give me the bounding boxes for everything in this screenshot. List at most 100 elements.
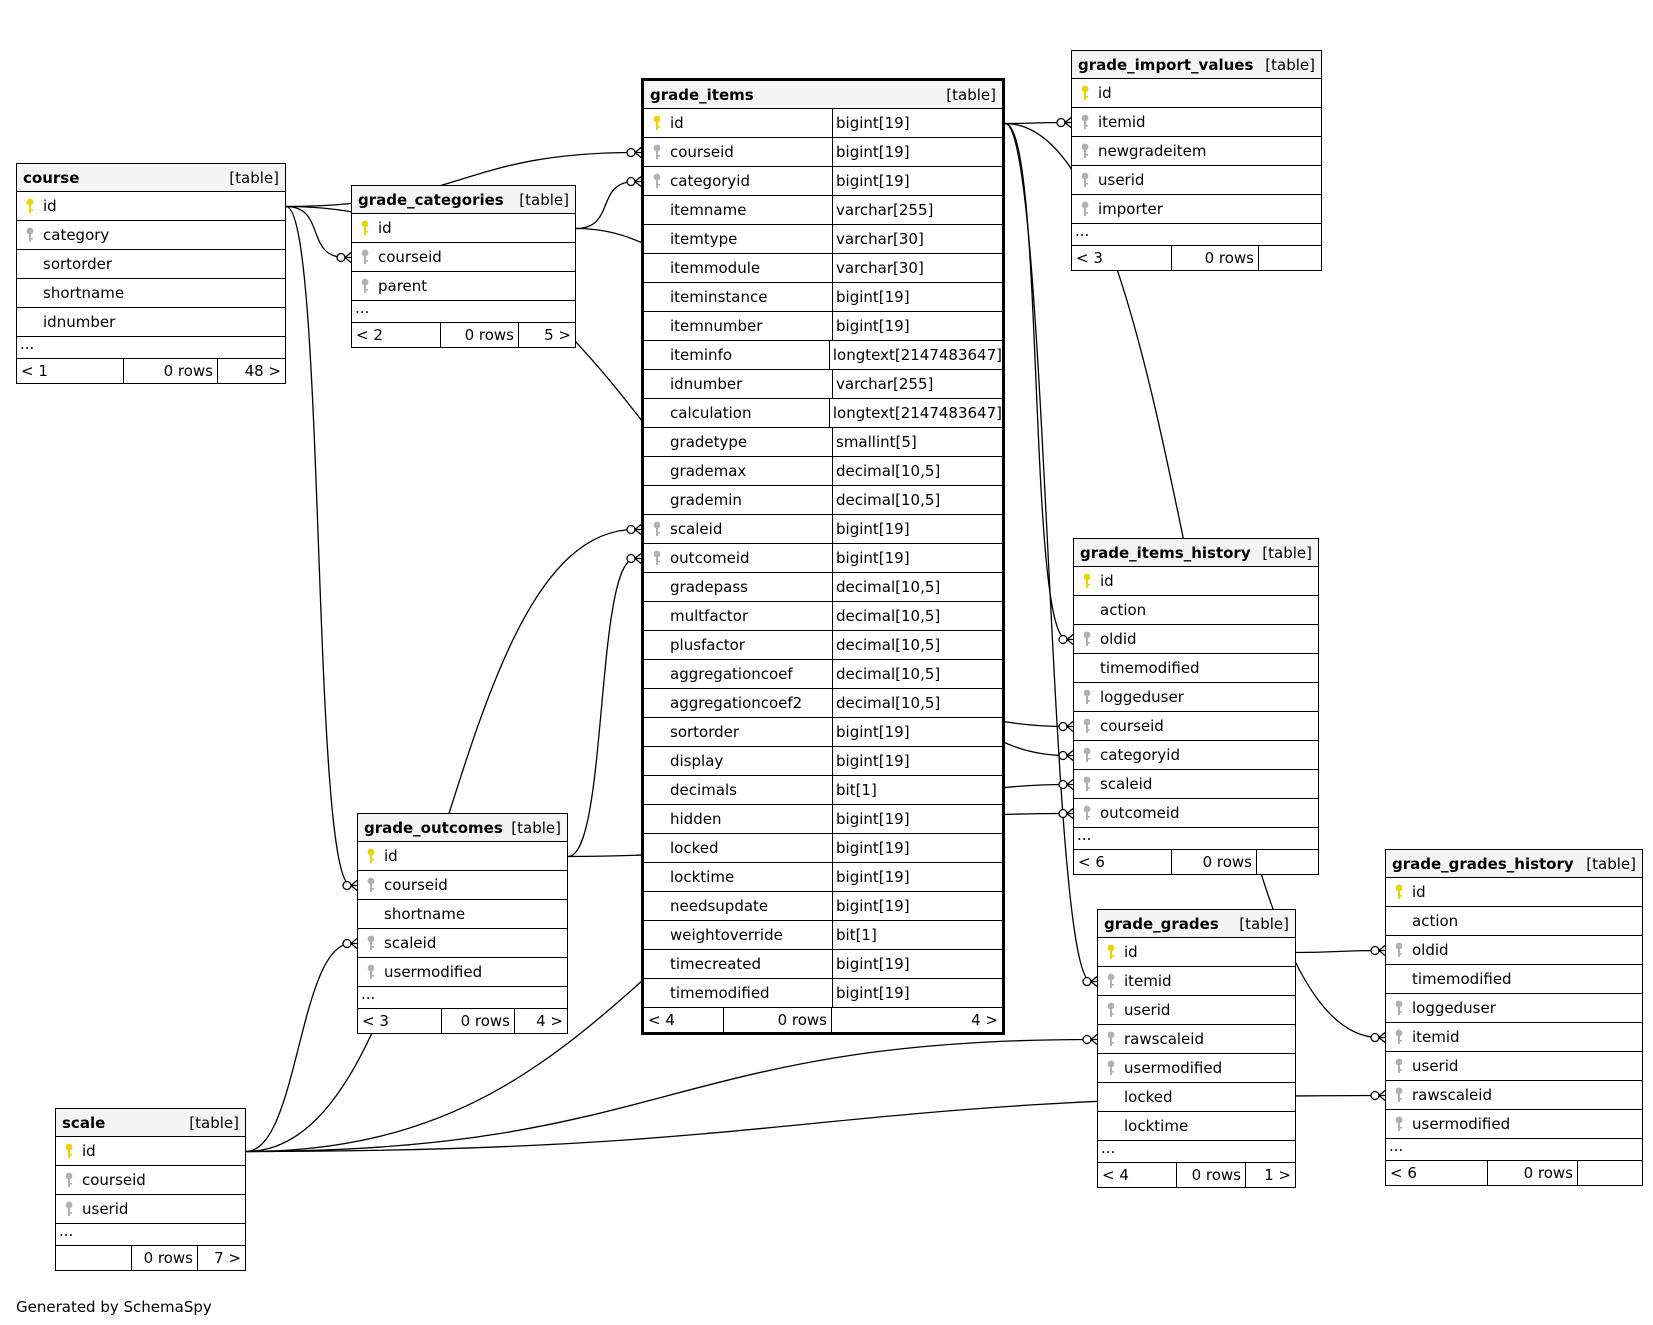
foreign-key-icon <box>1072 143 1098 159</box>
foreign-key-icon <box>1072 201 1098 217</box>
child-count-link[interactable]: 4 > <box>971 1011 998 1029</box>
optional-marker <box>1082 976 1092 987</box>
child-count-link[interactable]: 5 > <box>544 326 571 344</box>
more-columns-indicator: ... <box>1098 1141 1295 1163</box>
relationship-line <box>567 557 636 858</box>
column-type: bigint[19] <box>832 138 1002 166</box>
table-name: grade_items_history <box>1080 543 1251 562</box>
table-type-label: [table] <box>1586 854 1636 873</box>
row-count: 0 rows <box>1172 850 1257 874</box>
column-name: timemodified <box>670 984 770 1002</box>
foreign-key-icon <box>358 935 384 951</box>
child-count-link[interactable]: 4 > <box>536 1012 563 1030</box>
row-count: 0 rows <box>124 359 218 383</box>
column-name: aggregationcoef <box>670 665 793 683</box>
column-name: display <box>670 752 724 770</box>
column-row: outcomeid <box>1074 799 1318 828</box>
child-count-link[interactable] <box>1257 850 1318 874</box>
column-name: timemodified <box>1100 659 1200 677</box>
foreign-key-icon <box>1072 172 1098 188</box>
foreign-key-icon <box>1386 1000 1412 1016</box>
column-type: bigint[19] <box>832 979 1002 1007</box>
column-row: id <box>1072 79 1321 108</box>
optional-marker <box>342 880 352 891</box>
parent-count-link[interactable] <box>56 1246 132 1270</box>
optional-marker <box>336 252 346 263</box>
row-count: 0 rows <box>1177 1163 1246 1187</box>
child-count-link[interactable] <box>1259 246 1321 270</box>
foreign-key-icon <box>1074 805 1100 821</box>
column-name: itemid <box>1124 972 1172 990</box>
column-type: bigint[19] <box>832 892 1002 920</box>
column-row: id <box>1386 878 1642 907</box>
column-name: scaleid <box>1100 775 1153 793</box>
foreign-key-icon <box>1098 1031 1124 1047</box>
child-count-link[interactable]: 7 > <box>214 1249 241 1267</box>
column-name: rawscaleid <box>1412 1086 1492 1104</box>
child-count-link[interactable]: 1 > <box>1264 1166 1291 1184</box>
table-name: grade_grades <box>1104 914 1219 933</box>
column-type: decimal[10,5] <box>832 573 1002 601</box>
parent-count-link[interactable]: < 1 <box>17 359 124 383</box>
foreign-key-icon <box>1386 1058 1412 1074</box>
column-row: display bigint[19] <box>644 747 1002 776</box>
column-name: gradepass <box>670 578 748 596</box>
column-name: locked <box>670 839 719 857</box>
column-name: scaleid <box>670 520 723 538</box>
column-row: courseid <box>1074 712 1318 741</box>
table-name: grade_import_values <box>1078 55 1254 74</box>
column-name: userid <box>1412 1057 1459 1075</box>
parent-count-link[interactable]: < 6 <box>1074 850 1172 874</box>
column-type: bigint[19] <box>832 167 1002 195</box>
column-name: category <box>43 226 110 244</box>
primary-key-icon <box>1072 85 1098 101</box>
column-type: decimal[10,5] <box>832 631 1002 659</box>
column-row: usermodified <box>1386 1110 1642 1139</box>
column-type: decimal[10,5] <box>832 689 1002 717</box>
primary-key-icon <box>644 115 670 131</box>
column-type: bigint[19] <box>832 863 1002 891</box>
parent-count-link[interactable]: < 3 <box>1072 246 1172 270</box>
table-type-label: [table] <box>1262 543 1312 562</box>
column-name: locked <box>1124 1088 1173 1106</box>
parent-count-link[interactable]: < 6 <box>1386 1161 1488 1185</box>
column-type: bigint[19] <box>832 747 1002 775</box>
optional-marker <box>626 147 636 158</box>
relationship-line <box>245 1038 1092 1153</box>
column-row: itemid <box>1072 108 1321 137</box>
primary-key-icon <box>1386 884 1412 900</box>
column-type: bigint[19] <box>832 718 1002 746</box>
parent-count-link[interactable]: < 4 <box>1098 1163 1177 1187</box>
column-name: itemid <box>1098 113 1146 131</box>
row-count: 0 rows <box>1488 1161 1578 1185</box>
column-name: shortname <box>384 905 466 923</box>
column-row: id <box>17 192 285 221</box>
parent-count-link[interactable]: < 4 <box>644 1008 724 1032</box>
foreign-key-icon <box>1386 942 1412 958</box>
column-type: bigint[19] <box>832 805 1002 833</box>
foreign-key-icon <box>1386 1087 1412 1103</box>
column-name: newgradeitem <box>1098 142 1207 160</box>
parent-count-link[interactable]: < 2 <box>352 323 441 347</box>
column-name: outcomeid <box>1100 804 1180 822</box>
foreign-key-icon <box>1386 1029 1412 1045</box>
column-name: itemtype <box>670 230 738 248</box>
parent-count-link[interactable]: < 3 <box>358 1009 442 1033</box>
column-row: categoryid <box>1074 741 1318 770</box>
child-count-link[interactable] <box>1578 1161 1642 1185</box>
optional-marker <box>1058 721 1068 732</box>
child-count-link[interactable]: 48 > <box>244 362 281 380</box>
table-header: grade_outcomes[table] <box>358 814 567 842</box>
foreign-key-icon <box>644 521 670 537</box>
table-name: grade_grades_history <box>1392 854 1574 873</box>
column-type: bigint[19] <box>832 312 1002 340</box>
